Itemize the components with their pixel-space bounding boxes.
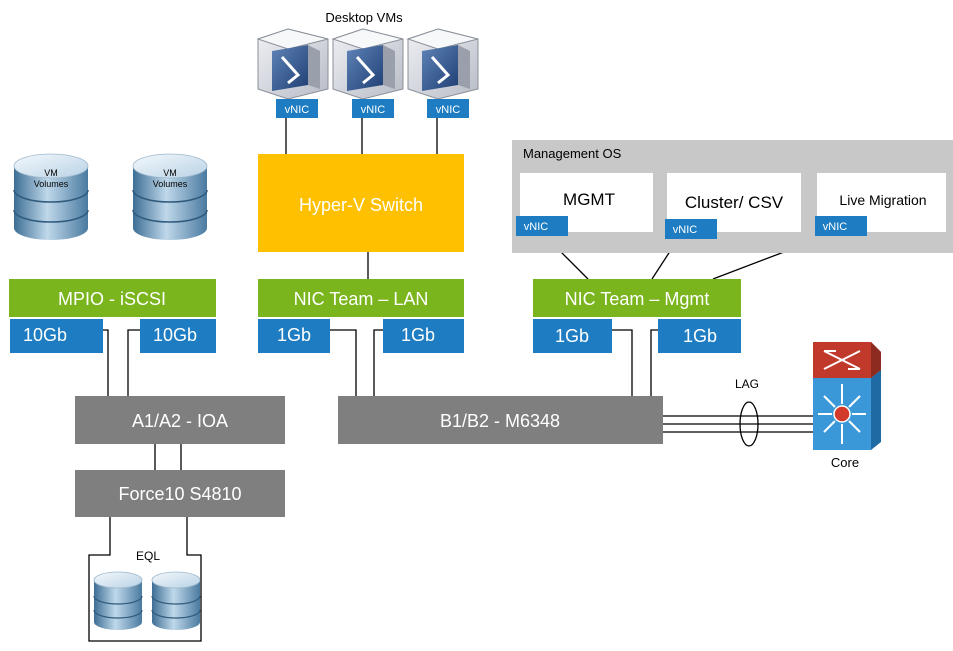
database-icon bbox=[151, 571, 201, 630]
database-icon bbox=[132, 153, 208, 240]
mpio-port-2: 10Gb bbox=[140, 319, 216, 353]
vm-volumes-label-1a: VM bbox=[44, 168, 58, 178]
desktop-vm-icon bbox=[256, 28, 329, 100]
port-label: 1Gb bbox=[555, 326, 589, 346]
vnic-label: vNIC bbox=[361, 104, 386, 116]
core-label: Core bbox=[831, 455, 859, 470]
port-label: 1Gb bbox=[277, 325, 311, 345]
m6348-label: B1/B2 - M6348 bbox=[440, 411, 560, 431]
lan-port-1: 1Gb bbox=[258, 319, 330, 353]
mpio-port-1: 10Gb bbox=[10, 319, 103, 353]
vm-volumes-label-1b: Volumes bbox=[34, 179, 69, 189]
port-label: 1Gb bbox=[401, 325, 435, 345]
live-migration-label: Live Migration bbox=[839, 192, 926, 208]
ioa-label: A1/A2 - IOA bbox=[132, 411, 228, 431]
m6348-box bbox=[338, 396, 663, 444]
vnic-label: vNIC bbox=[524, 221, 549, 233]
vm-vnic-3: vNIC bbox=[427, 99, 469, 118]
vnic-label: vNIC bbox=[285, 104, 310, 116]
vnic-label: vNIC bbox=[673, 224, 698, 236]
cluster-vnic: vNIC bbox=[665, 219, 717, 239]
ioa-box bbox=[75, 396, 285, 444]
lan-port-2: 1Gb bbox=[383, 319, 464, 353]
database-icon bbox=[93, 571, 143, 630]
core-switch-icon bbox=[813, 370, 881, 450]
vm-vnic-2: vNIC bbox=[352, 99, 394, 118]
cluster-csv-label: Cluster/ CSV bbox=[685, 193, 784, 212]
desktop-vms-label: Desktop VMs bbox=[325, 10, 403, 25]
live-migration-vnic: vNIC bbox=[815, 216, 867, 236]
lag-label: LAG bbox=[735, 377, 759, 391]
port-label: 1Gb bbox=[683, 326, 717, 346]
nic-team-mgmt-label: NIC Team – Mgmt bbox=[565, 289, 710, 309]
mpio-box bbox=[9, 279, 216, 317]
nic-team-mgmt-box bbox=[533, 279, 741, 317]
vm-vnic-1: vNIC bbox=[276, 99, 318, 118]
nic-team-lan-box bbox=[258, 279, 464, 317]
management-os-label: Management OS bbox=[523, 146, 622, 161]
force10-box bbox=[75, 470, 285, 517]
nic-team-lan-label: NIC Team – LAN bbox=[294, 289, 429, 309]
database-icon bbox=[13, 153, 89, 240]
hyperv-switch-box bbox=[258, 154, 464, 252]
force10-label: Force10 S4810 bbox=[118, 484, 241, 504]
mpio-label: MPIO - iSCSI bbox=[58, 289, 166, 309]
mgmt-port-2: 1Gb bbox=[658, 319, 741, 353]
port-label: 10Gb bbox=[153, 325, 197, 345]
vnic-label: vNIC bbox=[823, 221, 848, 233]
desktop-vm-icon bbox=[331, 28, 404, 100]
vm-volumes-label-2b: Volumes bbox=[153, 179, 188, 189]
desktop-vm-icon bbox=[406, 28, 479, 100]
mgmt-port-1: 1Gb bbox=[533, 319, 612, 353]
vm-volumes-label-2a: VM bbox=[163, 168, 177, 178]
mgmt-vnic: vNIC bbox=[516, 216, 568, 236]
router-icon bbox=[813, 342, 881, 378]
vnic-label: vNIC bbox=[436, 104, 461, 116]
hyperv-switch-label: Hyper-V Switch bbox=[299, 195, 423, 215]
eql-label-bg bbox=[132, 548, 166, 562]
eql-label: EQL bbox=[136, 549, 160, 563]
port-label: 10Gb bbox=[23, 325, 67, 345]
connector-lines bbox=[88, 118, 827, 642]
mgmt-label: MGMT bbox=[563, 190, 615, 209]
